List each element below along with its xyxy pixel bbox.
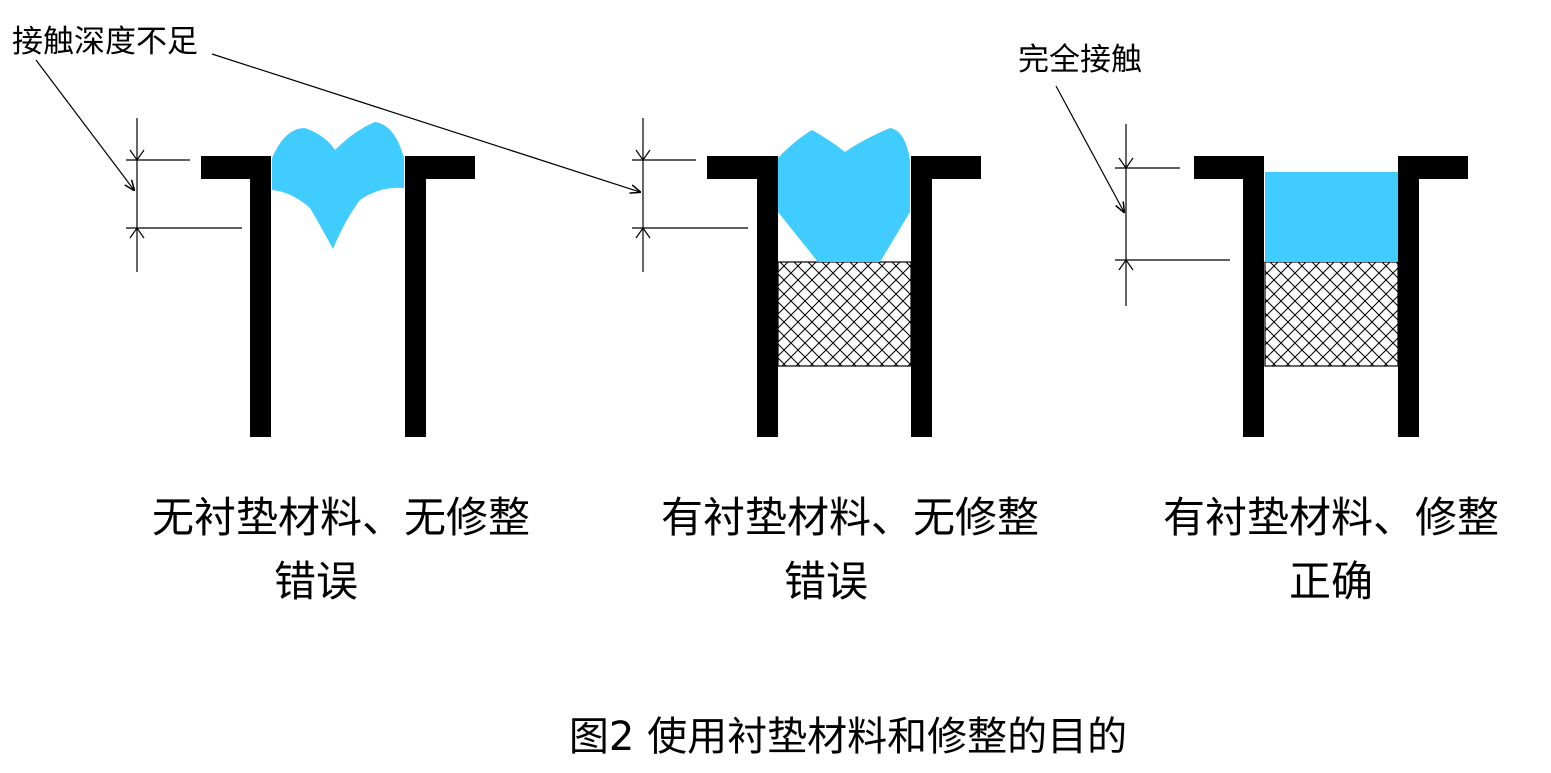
panel-1-result: 错误 (274, 557, 358, 606)
container-1 (201, 156, 475, 437)
fluid-shape-1 (272, 122, 404, 249)
panel-2-result: 错误 (784, 557, 868, 606)
panel-3-condition: 有衬垫材料、修整 (1163, 493, 1499, 542)
container-3 (1194, 156, 1468, 437)
dimension-marker-1 (126, 118, 242, 272)
panel-1-condition: 无衬垫材料、无修整 (152, 493, 530, 542)
leader-line-left (35, 59, 134, 190)
container-2 (707, 156, 981, 437)
panel-3 (1115, 124, 1468, 437)
panel-1 (126, 118, 475, 437)
dimension-marker-3 (1115, 124, 1230, 306)
leader-lines (35, 53, 1124, 212)
leader-line-right (211, 53, 640, 192)
annotation-insufficient-depth: 接触深度不足 (12, 24, 198, 60)
panel-3-result: 正确 (1289, 557, 1373, 606)
leader-line-full-contact (1055, 85, 1124, 212)
liner-material-3 (1264, 261, 1399, 367)
figure-caption: 图2 使用衬垫材料和修整的目的 (569, 714, 1127, 760)
fluid-shape-3 (1265, 172, 1398, 262)
dimension-marker-2 (632, 118, 748, 272)
liner-material-2 (777, 261, 912, 367)
fluid-shape-2 (778, 128, 910, 262)
annotation-full-contact: 完全接触 (1018, 42, 1142, 78)
panel-2-condition: 有衬垫材料、无修整 (661, 493, 1039, 542)
panel-2 (632, 118, 981, 437)
